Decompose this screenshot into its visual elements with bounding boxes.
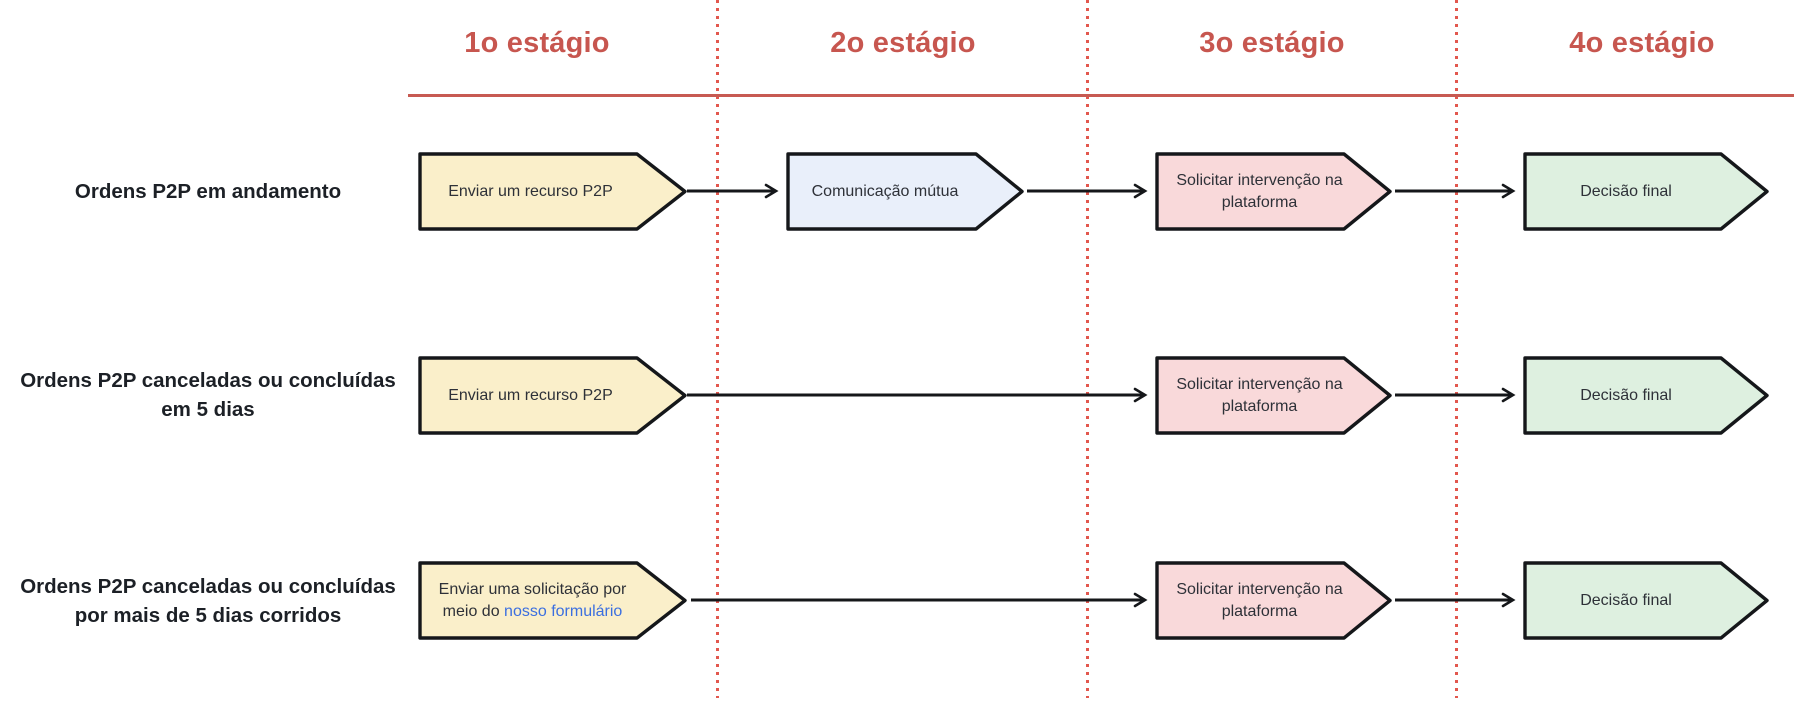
stage-divider-2 — [1086, 0, 1089, 698]
step-label: Decisão final — [1580, 386, 1672, 404]
row-label-line: Ordens P2P canceladas ou concluídas — [20, 575, 396, 598]
row-label-line: Ordens P2P canceladas ou concluídas — [20, 369, 396, 392]
step-label: Solicitar intervenção na plataforma — [1176, 172, 1343, 211]
step-arrow-shape — [418, 152, 687, 231]
step-label: Enviar uma solicitação por meio do nosso… — [420, 563, 685, 638]
step-label: Decisão final — [1580, 591, 1672, 609]
step-arrow-shape — [1523, 356, 1769, 435]
nosso-formulario-link[interactable]: nosso formulário — [504, 602, 623, 620]
step-arrow-shape — [1155, 561, 1392, 640]
stage-header-1: 1o estágio — [464, 27, 610, 59]
step-enviar-solicitacao-formulario: Enviar uma solicitação por meio do nosso… — [418, 561, 687, 640]
stage-divider-3 — [1455, 0, 1458, 698]
step-enviar-recurso-row1: Enviar um recurso P2P — [418, 152, 687, 231]
step-label: Decisão final — [1580, 182, 1672, 200]
step-solicitar-intervencao-row2: Solicitar intervenção na plataforma — [1155, 356, 1392, 435]
stage-header-3: 3o estágio — [1199, 27, 1345, 59]
step-arrow-shape — [1523, 152, 1769, 231]
stage-divider-1 — [716, 0, 719, 698]
step-arrow-shape — [418, 561, 687, 640]
step-comunicacao-mutua: Comunicação mútua — [786, 152, 1024, 231]
step-solicitar-intervencao-row3: Solicitar intervenção na plataforma — [1155, 561, 1392, 640]
step-label: Comunicação mútua — [811, 182, 959, 200]
step-arrow-shape — [418, 356, 687, 435]
row-label-line: por mais de 5 dias corridos — [74, 604, 342, 627]
row-label-2: Ordens P2P canceladas ou concluídas em 5… — [8, 366, 408, 424]
step-arrow-shape — [1523, 561, 1769, 640]
row-label-line: em 5 dias — [161, 398, 255, 421]
step-label-text: Enviar uma solicitação por meio do — [438, 581, 627, 620]
step-arrow-shape — [786, 152, 1024, 231]
row-label-3: Ordens P2P canceladas ou concluídas por … — [8, 572, 408, 630]
step-arrow-shape — [1155, 356, 1392, 435]
step-solicitar-intervencao-row1: Solicitar intervenção na plataforma — [1155, 152, 1392, 231]
step-label: Enviar um recurso P2P — [448, 386, 613, 404]
row-label-1: Ordens P2P em andamento — [8, 177, 408, 206]
stage-header-2: 2o estágio — [830, 27, 976, 59]
step-decisao-final-row2: Decisão final — [1523, 356, 1769, 435]
step-decisao-final-row3: Decisão final — [1523, 561, 1769, 640]
step-arrow-shape — [1155, 152, 1392, 231]
step-label: Solicitar intervenção na plataforma — [1176, 376, 1343, 415]
step-label: Enviar um recurso P2P — [448, 182, 613, 200]
step-decisao-final-row1: Decisão final — [1523, 152, 1769, 231]
row-label-line: Ordens P2P em andamento — [74, 180, 342, 203]
header-underline — [408, 94, 1794, 97]
step-label: Solicitar intervenção na plataforma — [1176, 581, 1343, 620]
stage-header-4: 4o estágio — [1569, 27, 1715, 59]
step-enviar-recurso-row2: Enviar um recurso P2P — [418, 356, 687, 435]
